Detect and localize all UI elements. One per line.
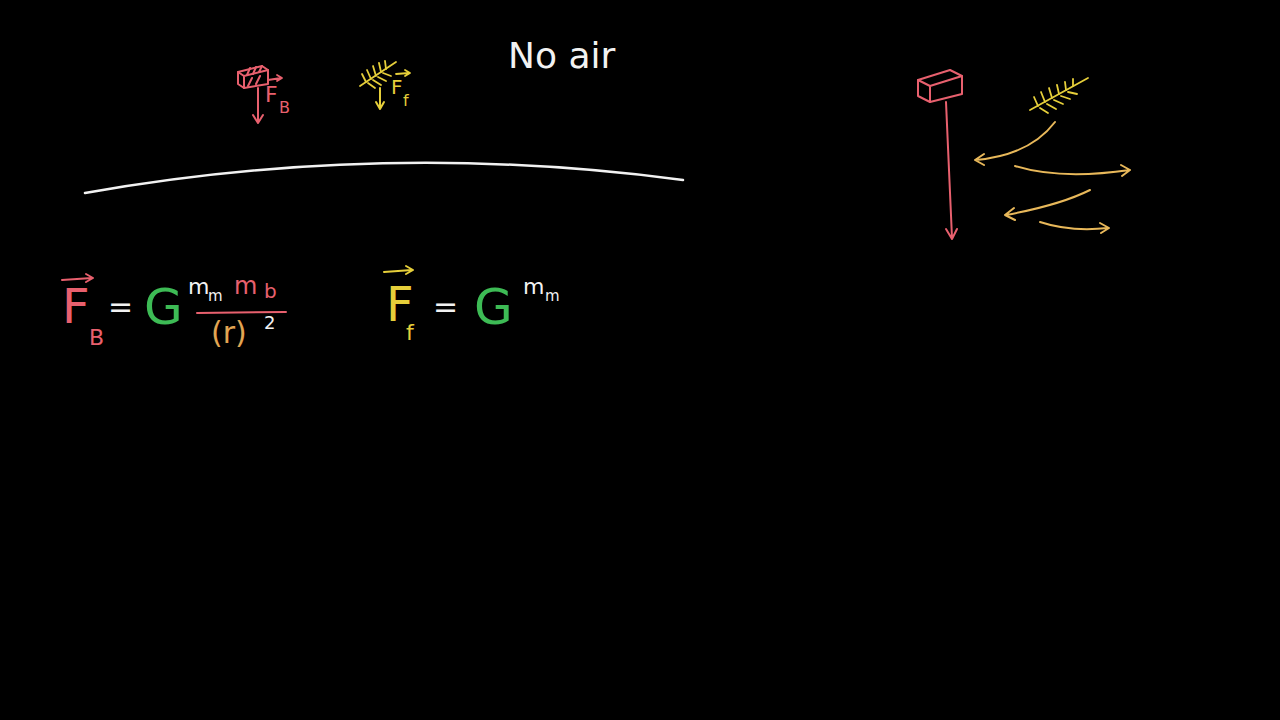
- subscript: f: [406, 322, 414, 344]
- gravitational-constant: G: [144, 282, 183, 332]
- gravitational-constant: G: [474, 282, 513, 332]
- mass-symbol: m: [523, 276, 544, 298]
- distance-symbol: (r): [211, 318, 247, 348]
- subscript: f: [403, 93, 409, 109]
- mass-symbol: m: [188, 276, 209, 298]
- equals-sign: =: [108, 292, 133, 322]
- vector-arrow: [268, 75, 282, 81]
- subscript: b: [264, 281, 277, 301]
- fraction-bar: [197, 312, 286, 313]
- force-symbol: F: [386, 280, 414, 328]
- fall-path-arrow: [946, 102, 957, 239]
- vector-arrow: [384, 266, 413, 274]
- subscript: m: [208, 289, 223, 304]
- force-symbol: F: [62, 282, 90, 330]
- subscript: B: [279, 100, 290, 116]
- ground-curve: [85, 163, 683, 193]
- force-symbol: F: [391, 77, 403, 97]
- brick-force-arrow: [253, 88, 263, 123]
- subscript: B: [89, 327, 104, 349]
- vector-arrow: [396, 70, 410, 76]
- swirl-path-arrows: [975, 122, 1130, 233]
- vector-arrow: [62, 274, 93, 282]
- mass-symbol: m: [234, 274, 257, 298]
- brick-sketch: [238, 66, 268, 88]
- exponent: 2: [264, 314, 275, 332]
- feather-force-arrow: [376, 88, 384, 109]
- subscript: m: [545, 289, 560, 304]
- note-text: No air: [508, 38, 615, 74]
- brick-sketch: [918, 70, 962, 102]
- force-symbol: F: [265, 84, 278, 106]
- feather-sketch: [1030, 78, 1088, 113]
- equals-sign: =: [433, 292, 458, 322]
- feather-sketch: [360, 61, 396, 88]
